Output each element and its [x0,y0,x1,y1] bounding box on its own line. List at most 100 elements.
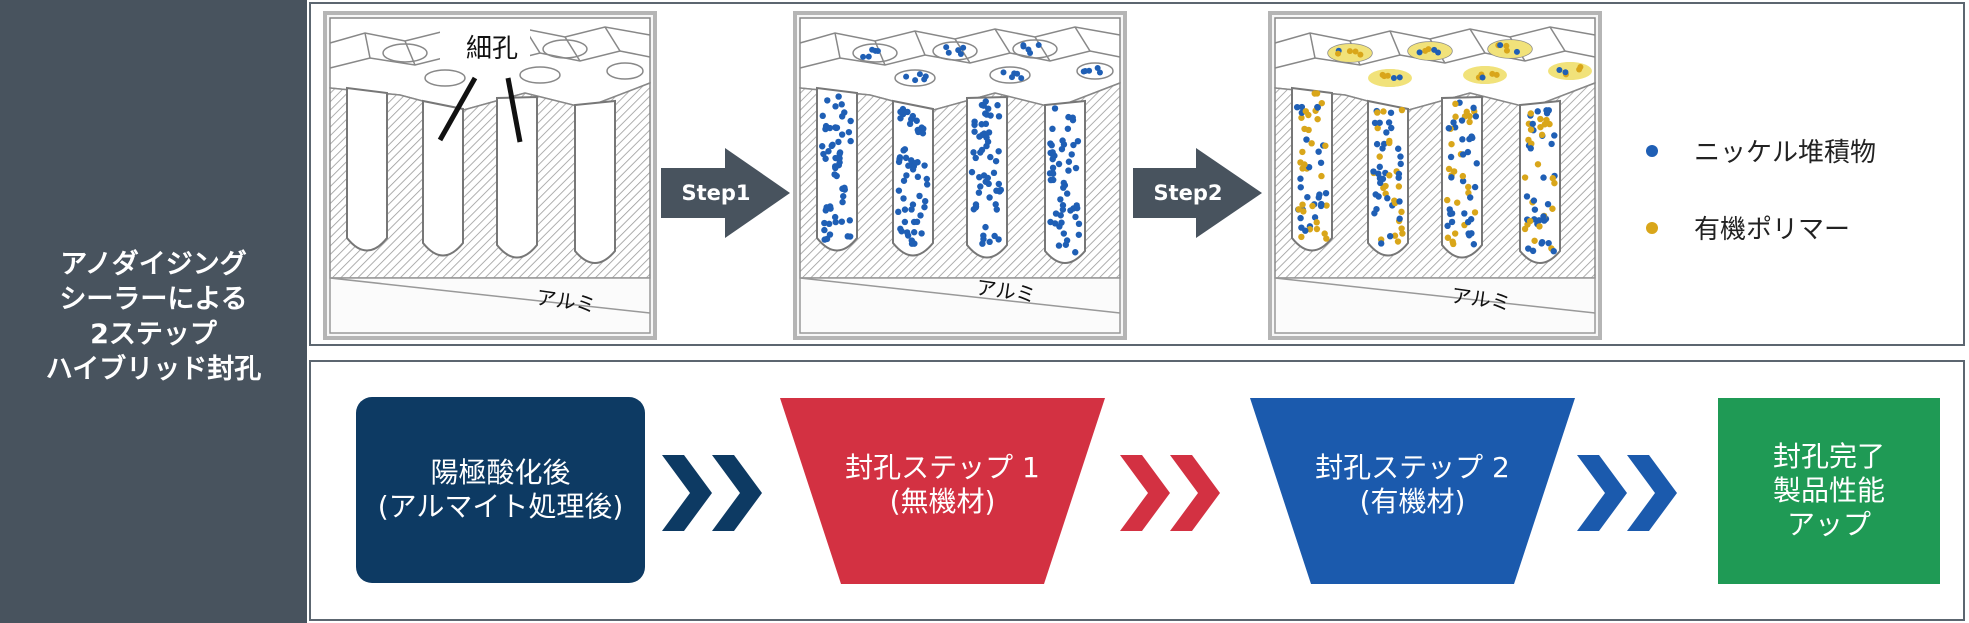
hybrid-deposit-dot [1376,119,1383,126]
pore-label: 細孔 [466,34,518,64]
nickel-deposit-dot [921,162,928,169]
hybrid-deposit-dot [1549,175,1556,182]
surface-deposit-dot [1396,74,1403,81]
hybrid-deposit-dot [1470,104,1477,112]
nickel-deposit-dot [1063,190,1071,197]
pore-panel-nickel [793,11,1127,340]
hybrid-deposit-dot [1376,163,1383,171]
surface-deposit-dot [960,44,967,51]
hybrid-deposit-dot [1378,240,1385,247]
flow-box-sealing-step1: 封孔ステップ 1 (無機材) [780,440,1105,530]
nickel-deposit-dot [1070,141,1077,149]
nickel-deposit-dot [913,117,920,124]
flow-box-sealing-complete: 封孔完了 製品性能 アップ [1718,398,1940,584]
hybrid-deposit-dot [1397,153,1404,160]
nickel-deposit-dot [828,142,835,150]
nickel-deposit-dot [831,213,839,221]
hybrid-deposit-dot [1544,200,1552,208]
hybrid-deposit-dot [1529,120,1536,128]
nickel-deposit-dot [968,168,976,176]
hybrid-deposit-dot [1317,202,1325,210]
surface-deposit-dot [1014,70,1021,77]
flow-box-after-anodizing-line-2: (アルマイト処理後) [377,490,624,523]
nickel-deposit-dot [983,142,990,150]
nickel-deposit-dot [1055,160,1063,168]
hybrid-deposit-dot [1551,179,1558,187]
nickel-deposit-dot [982,120,990,128]
hybrid-deposit-dot [1548,140,1555,148]
surface-deposit-dot [865,53,872,60]
surface-deposit-dot [874,47,881,54]
side-title-line-3: 2ステップ [90,318,217,350]
nickel-deposit-dot [1049,125,1056,133]
hybrid-deposit-dot [1318,99,1325,107]
hybrid-deposit-dot [1464,218,1472,226]
nickel-deposit-dot [916,192,923,200]
hybrid-deposit-dot [1521,174,1529,181]
hybrid-deposit-dot [1464,148,1472,156]
nickel-deposit-dot [1051,220,1059,227]
surface-deposit-dot [860,53,867,60]
hybrid-deposit-dot [1302,227,1309,234]
nickel-deposit-dot [841,109,848,116]
nickel-deposit-dot [918,230,925,237]
nickel-deposit-dot [986,238,993,246]
hybrid-deposit-dot [1297,214,1304,222]
polymer-surface-spot [1488,40,1532,58]
hybrid-deposit-dot [1398,225,1405,232]
nickel-deposit-dot [907,157,915,164]
nickel-deposit-dot [826,124,834,132]
hybrid-deposit-dot [1459,151,1467,158]
side-title-line-1: アノダイジング [60,248,247,280]
side-title-panel: アノダイジング シーラーによる 2ステップ ハイブリッド封孔 [0,0,307,623]
hybrid-deposit-dot [1398,106,1406,114]
hybrid-deposit-dot [1303,136,1310,143]
nickel-deposit-dot [895,208,902,216]
hybrid-deposit-dot [1459,136,1466,143]
surface-deposit-dot [1080,68,1087,75]
hybrid-deposit-dot [1551,132,1558,139]
nickel-deposit-dot [992,157,1000,165]
nickel-deposit-dot [986,194,993,201]
nickel-deposit-dot [982,223,989,231]
flow-box-sealing-complete-line-2: 製品性能 [1772,474,1885,507]
hybrid-deposit-dot [1384,195,1391,202]
hybrid-deposit-dot [1540,174,1547,181]
surface-deposit-dot [1020,42,1027,49]
chevron-arrows-2 [1120,455,1220,531]
nickel-deposit-dot [836,149,844,156]
nickel-deposit-dot [1068,151,1075,158]
legend-dot-polymer [1646,221,1658,234]
surface-deposit-dot [943,44,950,51]
hybrid-deposit-dot [1376,153,1383,160]
surface-deposit-dot [916,71,923,78]
hybrid-deposit-dot [1387,109,1395,116]
hybrid-deposit-dot [1383,129,1390,136]
nickel-deposit-dot [987,112,994,119]
nickel-deposit-dot [917,212,924,219]
nickel-deposit-dot [1075,231,1083,238]
nickel-deposit-dot [921,203,928,211]
nickel-deposit-dot [1049,169,1056,177]
hybrid-deposit-dot [1321,230,1328,237]
hybrid-deposit-dot [1386,232,1394,240]
nickel-deposit-dot [908,116,915,123]
hybrid-deposit-dot [1317,159,1325,166]
hybrid-deposit-dot [1448,218,1456,226]
nickel-deposit-dot [847,117,854,125]
nickel-deposit-dot [923,175,930,183]
nickel-deposit-dot [841,184,848,191]
hybrid-deposit-dot [1376,175,1384,182]
nickel-deposit-dot [821,226,828,234]
hybrid-deposit-dot [1452,100,1459,108]
nickel-deposit-dot [993,187,1000,194]
surface-deposit-dot [1503,47,1510,54]
nickel-deposit-dot [990,169,998,177]
side-title-line-4: ハイブリッド封孔 [45,353,262,385]
hybrid-deposit-dot [1450,168,1458,175]
surface-deposit-dot [1018,75,1025,82]
nickel-deposit-dot [901,218,909,226]
nickel-deposit-dot [909,166,917,173]
side-title: アノダイジング シーラーによる 2ステップ ハイブリッド封孔 [46,247,261,387]
surface-deposit-dot [1562,69,1569,76]
